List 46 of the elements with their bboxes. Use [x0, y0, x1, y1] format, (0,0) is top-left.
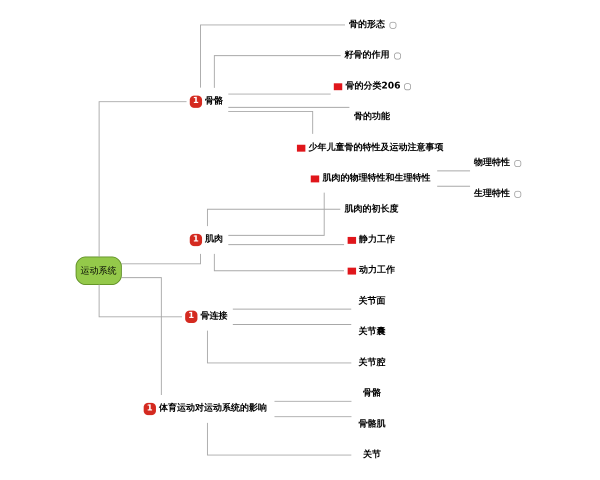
node-text: 关节腔: [358, 356, 386, 368]
node-box: [348, 236, 356, 244]
connector: [214, 253, 344, 272]
node-label: 物理特性: [474, 157, 510, 168]
connector: [232, 308, 352, 310]
node-text: 骨骼: [362, 388, 381, 399]
connector: [228, 111, 314, 134]
connector: [200, 24, 346, 88]
node-box: 运动系统: [76, 256, 122, 286]
node-text: 关节面: [358, 295, 386, 306]
node-text: 骨骼肌: [358, 418, 386, 430]
connector: [206, 330, 352, 364]
node-label: 骨的形态: [349, 18, 386, 30]
connector: [274, 400, 352, 402]
node-box: [296, 144, 306, 152]
connector: [232, 324, 352, 325]
connector: [206, 422, 352, 456]
connector: [228, 244, 345, 246]
connector: [98, 284, 182, 318]
node-label: 生理特性: [474, 188, 510, 199]
connector: [436, 186, 471, 187]
node-label: 动力工作: [359, 264, 396, 276]
node-text: 肌肉的初长度: [344, 203, 399, 214]
node-label: 骨骼: [205, 95, 224, 106]
connector: [206, 208, 341, 227]
node-label: 少年儿童骨的特性及运动注意事项: [308, 142, 444, 153]
connector: [98, 101, 187, 258]
node-text: 骨的功能: [354, 111, 390, 122]
node-label: 骨连接: [200, 310, 228, 322]
node-label: 籽骨的作用: [344, 50, 390, 61]
node-label: 体育运动对运动系统的影响: [159, 402, 268, 414]
connector: [228, 192, 325, 236]
connector: [121, 277, 162, 396]
node-label: 肌肉的物理特性和生理特性: [322, 172, 430, 184]
connector: [436, 170, 471, 172]
connector: [214, 55, 342, 88]
node-label: 骨的分类206: [345, 80, 401, 92]
connector: [274, 416, 352, 418]
node-label: 肌肉: [205, 234, 224, 245]
node-text: 关节囊: [358, 326, 386, 338]
node-box: [348, 268, 356, 275]
node-text: 关节: [362, 449, 381, 460]
connector: [121, 253, 201, 264]
connector: [228, 106, 350, 108]
node-label: 静力工作: [359, 234, 396, 245]
node-box: [310, 175, 320, 182]
